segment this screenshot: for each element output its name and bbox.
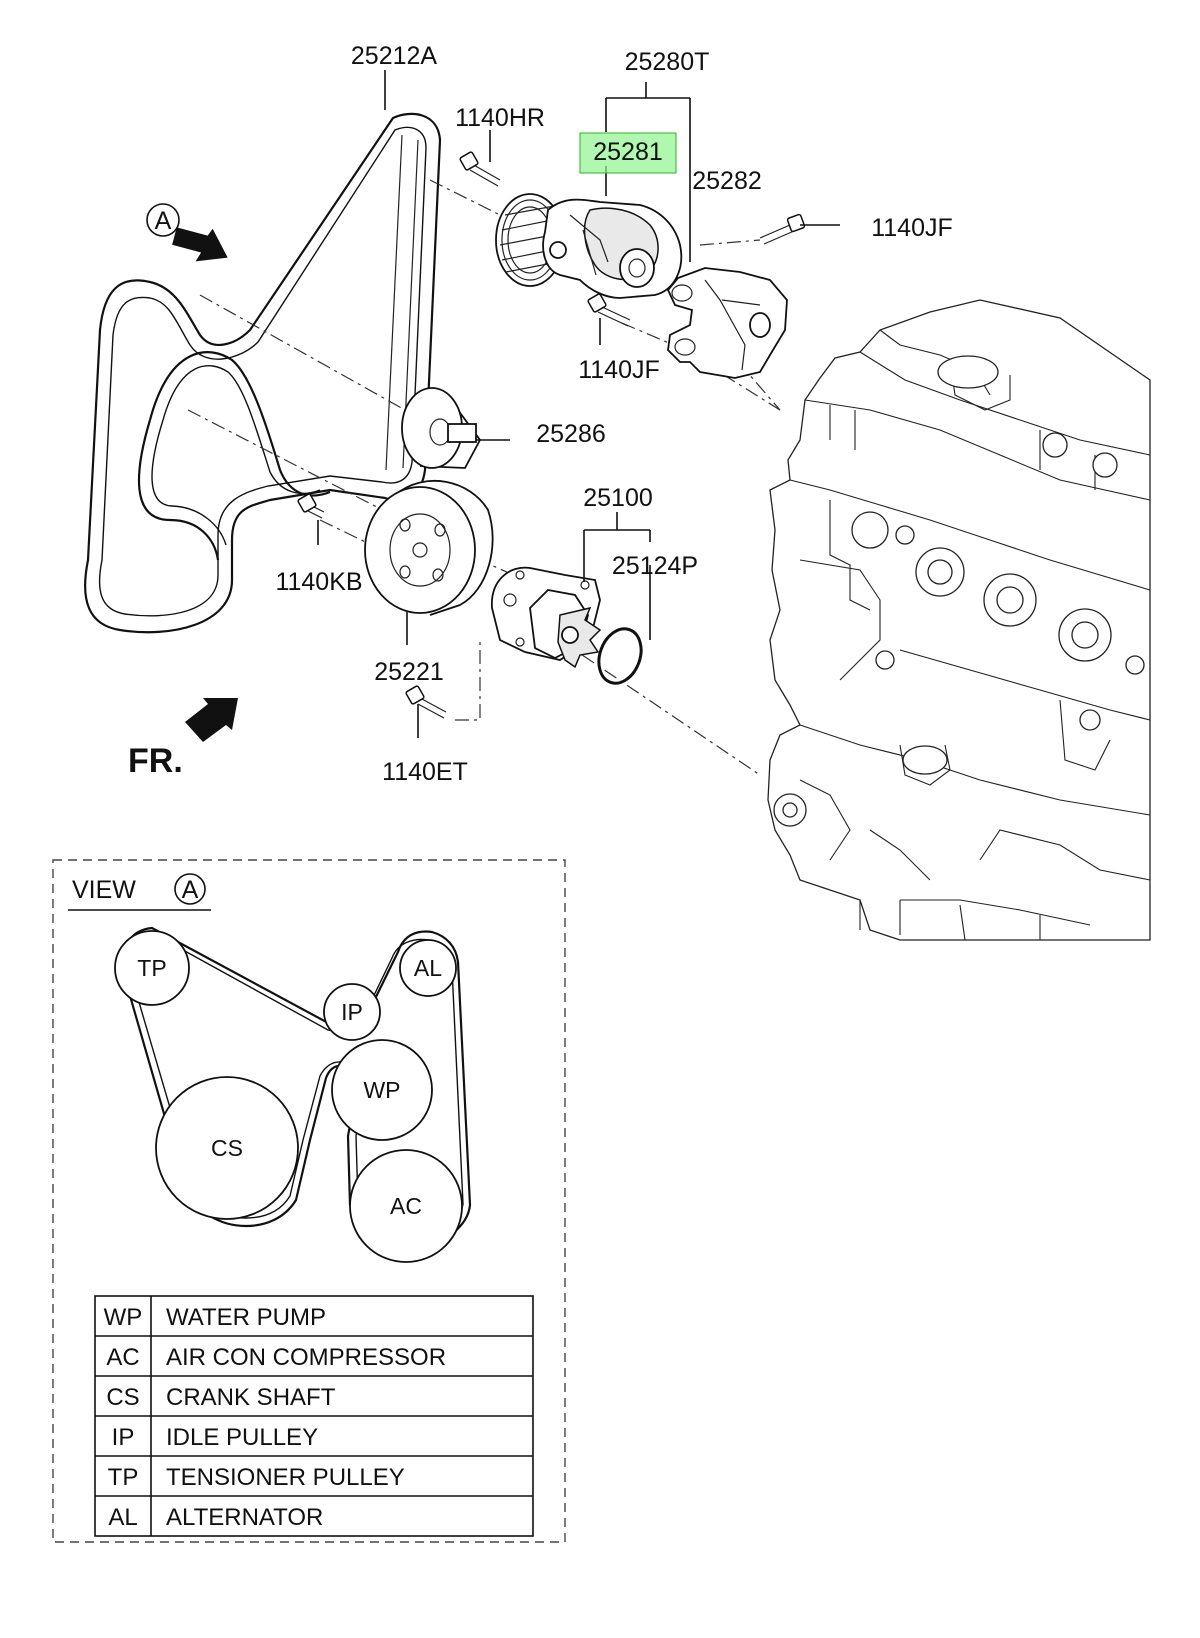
bolt-1140et-drawing (405, 685, 447, 719)
svg-text:FR.: FR. (128, 742, 183, 780)
legend-table: WP WATER PUMP AC AIR CON COMPRESSOR CS C… (94, 1295, 534, 1537)
legend-row-2-name: AIR CON COMPRESSOR (166, 1344, 446, 1371)
callout-25282: 25282 (692, 167, 762, 195)
legend-row-4-name: IDLE PULLEY (166, 1424, 318, 1451)
legend-row-2-code: AC (106, 1344, 139, 1371)
gasket-o-ring-drawing (597, 627, 643, 685)
water-pump-pulley-drawing (364, 479, 494, 616)
view-a-pulley-cs (155, 1076, 299, 1220)
view-a-title: VIEW (72, 876, 136, 904)
water-pump-drawing (491, 566, 602, 669)
svg-text:CS: CS (211, 1135, 243, 1161)
tensioner-assembly-drawing (495, 193, 683, 299)
bolt-1140jf-lower-drawing (587, 293, 631, 327)
bolt-1140jf-right-drawing (759, 213, 806, 245)
legend-row-6-code: AL (108, 1504, 137, 1531)
legend-row-3-code: CS (106, 1384, 139, 1411)
legend-row-5-code: TP (108, 1464, 139, 1491)
front-direction-indicator: FR. (128, 698, 238, 780)
highlight-25281 (579, 132, 677, 174)
assembly-center-lines (187, 179, 781, 776)
idler-pulley-drawing (401, 387, 482, 469)
callout-25100: 25100 (583, 484, 653, 512)
view-a-title-marker: A (182, 876, 199, 904)
legend-row-5-name: TENSIONER PULLEY (166, 1464, 405, 1491)
callout-25212a: 25212A (351, 42, 438, 70)
bolt-1140kb-drawing (297, 493, 325, 519)
part-callouts: 25212A 25280T 1140HR 25281 25282 1140JF … (275, 42, 952, 786)
view-a-pulley-ip (323, 983, 381, 1041)
view-a-marker: A (146, 203, 180, 237)
legend-row-1-name: WATER PUMP (166, 1304, 326, 1331)
callout-25281: 25281 (593, 138, 663, 166)
view-a-pulley-al (399, 939, 457, 997)
view-a-pulley-wp (331, 1039, 433, 1141)
legend-row-1-code: WP (104, 1304, 143, 1331)
view-a-frame (52, 859, 566, 1543)
legend-row-6-name: ALTERNATOR (166, 1504, 323, 1531)
svg-text:A: A (155, 207, 172, 235)
svg-text:AL: AL (414, 955, 442, 981)
bolt-1140hr-drawing (459, 151, 501, 187)
engine-block-drawing (767, 299, 1151, 941)
callout-1140kb: 1140KB (275, 568, 362, 596)
callout-25280t: 25280T (625, 48, 710, 76)
svg-text:IP: IP (341, 999, 363, 1025)
bracket-drawing (666, 267, 788, 379)
callout-25221: 25221 (374, 658, 444, 686)
callout-1140et: 1140ET (382, 758, 468, 786)
legend-row-4-code: IP (112, 1424, 135, 1451)
callout-1140hr: 1140HR (455, 104, 545, 132)
callout-25286: 25286 (536, 420, 606, 448)
legend-row-3-name: CRANK SHAFT (166, 1384, 336, 1411)
callout-1140jf-right: 1140JF (871, 214, 953, 242)
svg-text:WP: WP (363, 1077, 400, 1103)
svg-text:AC: AC (390, 1193, 422, 1219)
view-a-inset: VIEW A TP IP AL WP CS AC WP WATER PUMP A… (52, 859, 566, 1543)
svg-text:TP: TP (137, 955, 166, 981)
view-direction-arrow (172, 227, 228, 262)
callout-1140jf-lower: 1140JF (578, 356, 660, 384)
callout-25124p: 25124P (612, 552, 698, 580)
view-a-pulley-tp (114, 930, 190, 1006)
leader-lines (317, 70, 840, 738)
view-a-pulley-ac (349, 1149, 463, 1263)
